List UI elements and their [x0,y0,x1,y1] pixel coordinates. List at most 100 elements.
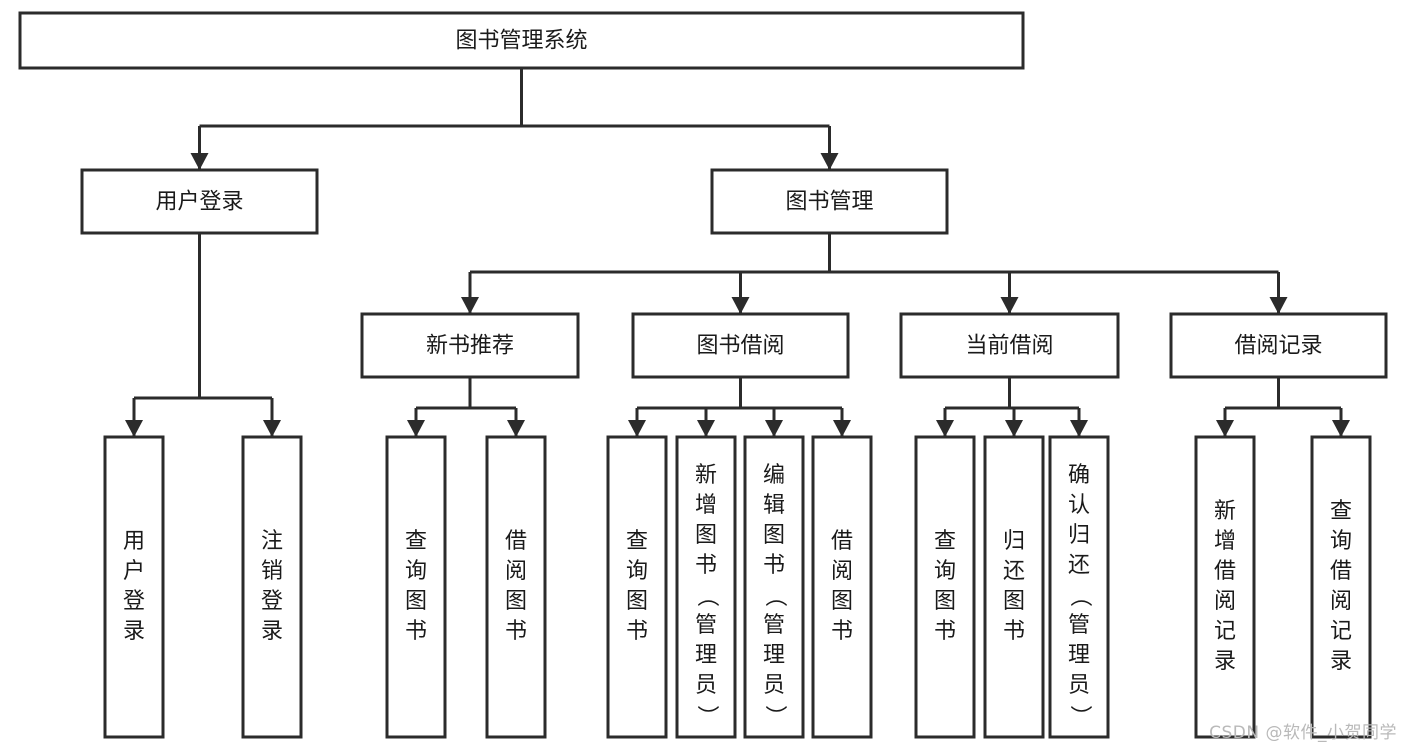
arrow-head-icon [461,297,479,314]
svg-text:录: 录 [261,619,283,644]
svg-text:管: 管 [1068,613,1090,638]
arrow-head-icon [1005,420,1023,437]
node-level2-1-rect[interactable] [80,168,319,235]
svg-text:借: 借 [505,529,527,554]
svg-text:户: 户 [123,559,145,584]
arrow-head-icon [765,420,783,437]
node-level3-4-rect[interactable] [1169,312,1388,379]
node-leaf-10-rect[interactable] [983,435,1045,739]
node-level2-2-rect[interactable] [710,168,949,235]
arrow-head-icon [507,420,525,437]
node-leaf-6-rect[interactable] [675,435,737,739]
svg-text:理: 理 [763,643,785,668]
node-leaf-11-rect[interactable] [1048,435,1110,739]
node-level2-1[interactable]: 用户登录 [80,168,319,235]
node-level3-3-rect[interactable] [899,312,1120,379]
svg-text:认: 认 [1068,493,1090,518]
svg-text:图: 图 [626,589,648,614]
node-leaf-3-rect[interactable] [385,435,447,739]
node-leaf-5-rect[interactable] [606,435,668,739]
svg-text:书: 书 [405,619,427,644]
arrow-head-icon [697,420,715,437]
node-root-system-rect[interactable] [18,11,1025,70]
arrow-head-icon [833,420,851,437]
svg-text:增: 增 [695,493,717,518]
svg-text:（: （ [1067,585,1092,607]
arrow-head-icon [1332,420,1350,437]
svg-text:查: 查 [405,529,427,554]
svg-text:询: 询 [1330,529,1352,554]
svg-text:图: 图 [405,589,427,614]
node-leaf-4-rect[interactable] [485,435,547,739]
arrow-head-icon [628,420,646,437]
node-level3-2-rect[interactable] [631,312,850,379]
node-leaf-1[interactable]: 用户登录 [103,435,165,739]
svg-text:书: 书 [505,619,527,644]
svg-text:图: 图 [934,589,956,614]
node-leaf-1-rect[interactable] [103,435,165,739]
svg-text:查: 查 [626,529,648,554]
node-level2-2[interactable]: 图书管理 [710,168,949,235]
node-leaf-7-rect[interactable] [743,435,805,739]
svg-text:查: 查 [934,529,956,554]
svg-text:理: 理 [695,643,717,668]
svg-text:图: 图 [763,523,785,548]
svg-text:管: 管 [763,613,785,638]
arrow-head-icon [190,153,209,170]
node-root-system-label: 图书管理系统 [455,29,587,54]
svg-text:确: 确 [1068,463,1090,488]
node-leaf-9-rect[interactable] [914,435,976,739]
svg-text:阅: 阅 [1214,589,1236,614]
svg-text:编: 编 [763,463,785,488]
node-level3-2[interactable]: 图书借阅 [631,312,850,379]
node-leaf-13-rect[interactable] [1310,435,1372,739]
node-root-system[interactable]: 图书管理系统 [18,11,1025,70]
node-level3-4[interactable]: 借阅记录 [1169,312,1388,379]
node-leaf-8-rect[interactable] [811,435,873,739]
svg-text:）: ） [762,705,787,727]
svg-text:图: 图 [831,589,853,614]
node-layer: 图书管理系统用户登录图书管理新书推荐图书借阅当前借阅借阅记录用户登录注销登录查询… [18,11,1388,739]
arrow-head-icon [1070,420,1088,437]
svg-text:（: （ [762,585,787,607]
svg-text:记: 记 [1330,619,1352,644]
arrow-head-icon [125,420,143,437]
node-level3-1[interactable]: 新书推荐 [360,312,580,379]
svg-text:新: 新 [695,463,717,488]
node-leaf-2-rect[interactable] [241,435,303,739]
svg-text:借: 借 [1330,559,1352,584]
arrow-head-icon [1216,420,1234,437]
svg-text:询: 询 [934,559,956,584]
node-leaf-12-rect[interactable] [1194,435,1256,739]
svg-text:查: 查 [1330,499,1352,524]
svg-text:询: 询 [405,559,427,584]
node-level3-3[interactable]: 当前借阅 [899,312,1120,379]
svg-text:员: 员 [763,673,785,698]
node-level3-1-rect[interactable] [360,312,580,379]
arrow-head-icon [936,420,954,437]
node-level3-4-label: 借阅记录 [1234,334,1322,359]
